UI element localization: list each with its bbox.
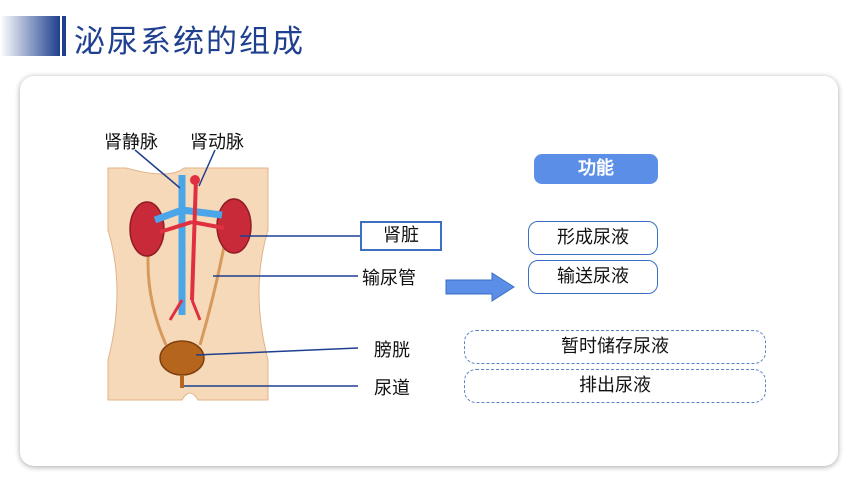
bladder-organ — [159, 340, 205, 376]
function-transport-urine: 输送尿液 — [528, 260, 658, 294]
page-title: 泌尿系统的组成 — [74, 24, 305, 60]
urethra-label: 尿道 — [374, 378, 410, 399]
function-form-urine: 形成尿液 — [528, 221, 658, 255]
right-arrow-icon — [445, 272, 515, 302]
title-bar: 泌尿系统的组成 — [0, 14, 860, 60]
function-excrete-urine: 排出尿液 — [464, 369, 766, 403]
function-header: 功能 — [534, 154, 658, 184]
renal-vein — [153, 175, 223, 315]
function-store-urine: 暂时储存尿液 — [464, 330, 766, 364]
kidney-label: 肾脏 — [360, 221, 442, 251]
kidney-left — [129, 201, 165, 257]
title-gradient-bar — [0, 16, 66, 56]
renal-vein-label: 肾静脉 — [104, 132, 158, 153]
renal-artery — [159, 177, 225, 301]
renal-artery-label: 肾动脉 — [190, 132, 244, 153]
iliac-vessels — [168, 299, 202, 321]
bladder-label: 膀胱 — [374, 340, 410, 361]
ureter-label: 输尿管 — [362, 268, 416, 289]
